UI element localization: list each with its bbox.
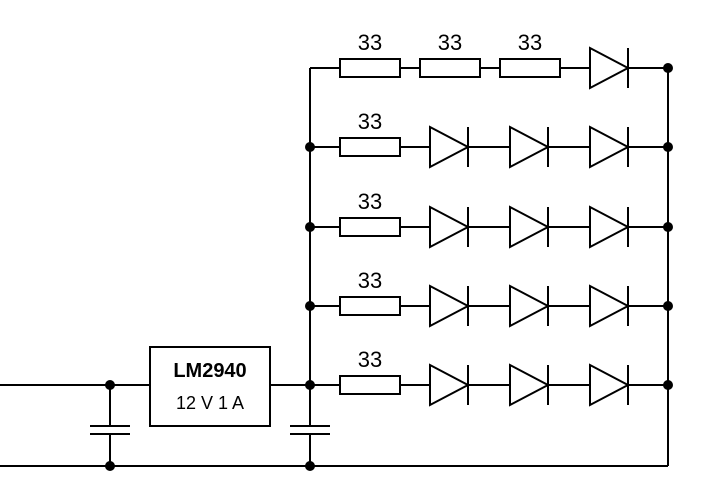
resistor-label: 33	[438, 30, 462, 55]
junction-dot	[663, 380, 673, 390]
resistor	[499, 58, 561, 78]
regulator-spec: 12 V 1 A	[176, 393, 244, 413]
diode	[429, 284, 471, 328]
diode	[509, 125, 551, 169]
resistor-label: 33	[358, 268, 382, 293]
diode	[509, 205, 551, 249]
resistor-label: 33	[518, 30, 542, 55]
resistor	[339, 137, 401, 157]
diode	[429, 363, 471, 407]
junction-dot	[305, 301, 315, 311]
diode	[589, 125, 631, 169]
junction-dot	[663, 222, 673, 232]
diode	[589, 205, 631, 249]
led-branches: 33 33 33 33 33 33 33	[305, 30, 673, 407]
regulator-name: LM2940	[173, 360, 246, 382]
output-capacitor	[290, 385, 330, 466]
resistor	[339, 217, 401, 237]
resistor-label: 33	[358, 189, 382, 214]
led-branch: 33	[305, 268, 673, 328]
resistor	[419, 58, 481, 78]
diode	[509, 363, 551, 407]
led-branch: 33	[305, 189, 673, 249]
junction-dot	[305, 142, 315, 152]
diode	[589, 363, 631, 407]
junction-dot	[305, 461, 315, 471]
diode	[509, 284, 551, 328]
junction-dot	[105, 461, 115, 471]
resistor-label: 33	[358, 347, 382, 372]
junction-dot	[663, 63, 673, 73]
junction-dot	[105, 380, 115, 390]
input-capacitor	[90, 385, 130, 466]
led-branch: 33	[305, 109, 673, 169]
resistor	[339, 58, 401, 78]
junction-dot	[305, 380, 315, 390]
resistor	[339, 296, 401, 316]
diode	[429, 125, 471, 169]
diode	[429, 205, 471, 249]
resistor-label: 33	[358, 109, 382, 134]
led-branch: 33 33 33	[310, 30, 673, 90]
resistor	[339, 375, 401, 395]
junction-dot	[663, 142, 673, 152]
resistor-label: 33	[358, 30, 382, 55]
diode	[589, 284, 631, 328]
regulator-block: LM2940 12 V 1 A	[149, 346, 271, 427]
led-branch: 33	[305, 347, 673, 407]
junction-dot	[305, 222, 315, 232]
junction-dot	[663, 301, 673, 311]
diode	[589, 46, 631, 90]
